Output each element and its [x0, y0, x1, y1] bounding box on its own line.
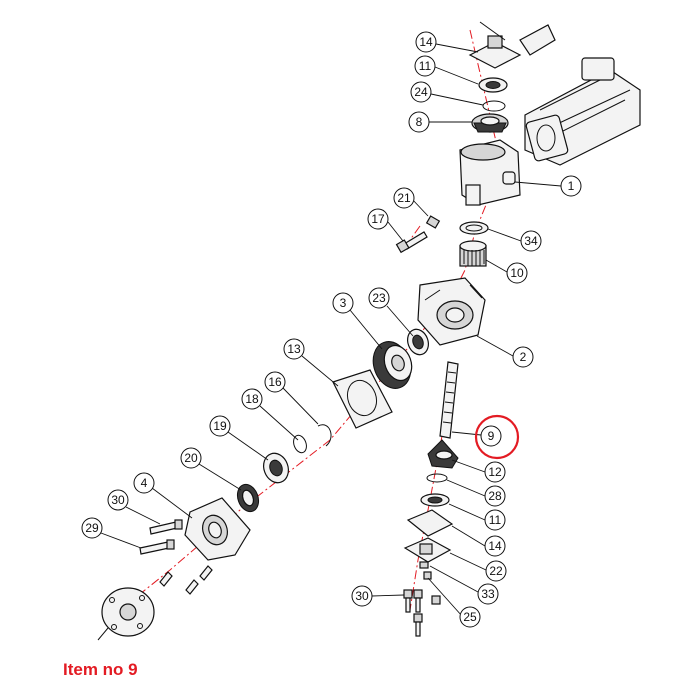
callout-3: 3 [332, 292, 354, 314]
svg-text:8: 8 [416, 115, 423, 129]
callout-19: 19 [209, 415, 231, 437]
svg-text:34: 34 [524, 234, 538, 248]
svg-text:23: 23 [372, 291, 386, 305]
callout-28: 28 [484, 485, 506, 507]
svg-text:22: 22 [489, 564, 503, 578]
part-8-bevel-gear [471, 113, 509, 133]
part-3-crown-gear [372, 341, 413, 389]
part-30-29-bolts-left [139, 519, 183, 555]
callout-10: 10 [506, 262, 528, 284]
part-22-lower-cover [403, 537, 452, 563]
pto-flange-plate [97, 587, 155, 641]
callout-30-lower: 30 [351, 585, 373, 607]
callout-13: 13 [283, 338, 305, 360]
callout-bubbles: 14 11 24 8 1 21 17 34 10 23 3 2 13 16 18… [81, 31, 582, 628]
callout-16: 16 [264, 371, 286, 393]
part-13-gasket [332, 369, 393, 429]
svg-text:13: 13 [287, 342, 301, 356]
svg-text:25: 25 [463, 610, 477, 624]
svg-text:2: 2 [520, 350, 527, 364]
svg-text:33: 33 [481, 587, 495, 601]
part-20-oil-seal [236, 483, 260, 513]
svg-text:28: 28 [488, 489, 502, 503]
svg-text:10: 10 [510, 266, 524, 280]
svg-text:4: 4 [141, 476, 148, 490]
svg-text:30: 30 [111, 493, 125, 507]
part-9-splined-shaft [439, 361, 459, 439]
svg-text:21: 21 [397, 191, 411, 205]
callout-14-lower: 14 [484, 535, 506, 557]
part-33-25-fittings [419, 561, 432, 580]
callout-23: 23 [368, 287, 390, 309]
part-10-roller-bearing [459, 240, 487, 267]
callout-25: 25 [459, 606, 481, 628]
callout-11-top: 11 [414, 55, 436, 77]
callout-9: 9 [480, 425, 502, 447]
svg-text:1: 1 [568, 179, 575, 193]
callout-18: 18 [241, 388, 263, 410]
flange-bolts [159, 565, 213, 595]
svg-text:12: 12 [488, 465, 502, 479]
part-2-lower-housing [417, 277, 486, 346]
callout-12: 12 [484, 461, 506, 483]
item-caption: Item no 9 [63, 660, 138, 679]
part-24-ring [482, 100, 506, 112]
svg-text:24: 24 [414, 85, 428, 99]
svg-text:11: 11 [489, 513, 502, 527]
leader-lines [100, 43, 562, 617]
part-21-nut [425, 215, 441, 229]
callout-17: 17 [367, 208, 389, 230]
svg-text:29: 29 [85, 521, 99, 535]
callout-30-left: 30 [107, 489, 129, 511]
callout-2: 2 [512, 346, 534, 368]
callout-11-lower: 11 [484, 509, 506, 531]
part-1-gear-housing [459, 139, 521, 206]
part-12-bevel-pinion [427, 439, 459, 469]
callout-24: 24 [410, 81, 432, 103]
svg-text:16: 16 [268, 375, 282, 389]
callout-1: 1 [560, 175, 582, 197]
callout-21: 21 [393, 187, 415, 209]
part-16-circlip [317, 424, 332, 447]
callout-33: 33 [477, 583, 499, 605]
callout-22: 22 [485, 560, 507, 582]
part-18-ring [293, 434, 307, 454]
svg-text:19: 19 [213, 419, 227, 433]
part-17-bolt [395, 231, 428, 254]
callout-20: 20 [180, 447, 202, 469]
part-14-lower-gasket [406, 509, 454, 537]
part-30-lower-bolts [403, 589, 441, 637]
svg-text:9: 9 [488, 429, 495, 443]
part-19-bearing [263, 452, 289, 484]
part-4-flange-cover [184, 497, 251, 561]
gearbox-housing-drawing [519, 24, 641, 166]
callout-8: 8 [408, 111, 430, 133]
svg-text:3: 3 [340, 296, 347, 310]
svg-text:20: 20 [184, 451, 198, 465]
svg-text:11: 11 [419, 59, 432, 73]
part-28-ring [426, 473, 448, 483]
callout-29: 29 [81, 517, 103, 539]
svg-text:14: 14 [488, 539, 502, 553]
svg-text:18: 18 [245, 392, 259, 406]
callout-4: 4 [133, 472, 155, 494]
svg-text:30: 30 [355, 589, 369, 603]
callout-34: 34 [520, 230, 542, 252]
part-34-seal-ring [459, 221, 489, 235]
part-14-top-cover [468, 21, 522, 69]
svg-text:17: 17 [371, 212, 385, 226]
highlight-circle [474, 414, 520, 460]
callout-14-top: 14 [415, 31, 437, 53]
part-11-lower-bearing [420, 493, 450, 507]
part-11-top-bearing [478, 77, 508, 93]
svg-text:14: 14 [419, 35, 433, 49]
